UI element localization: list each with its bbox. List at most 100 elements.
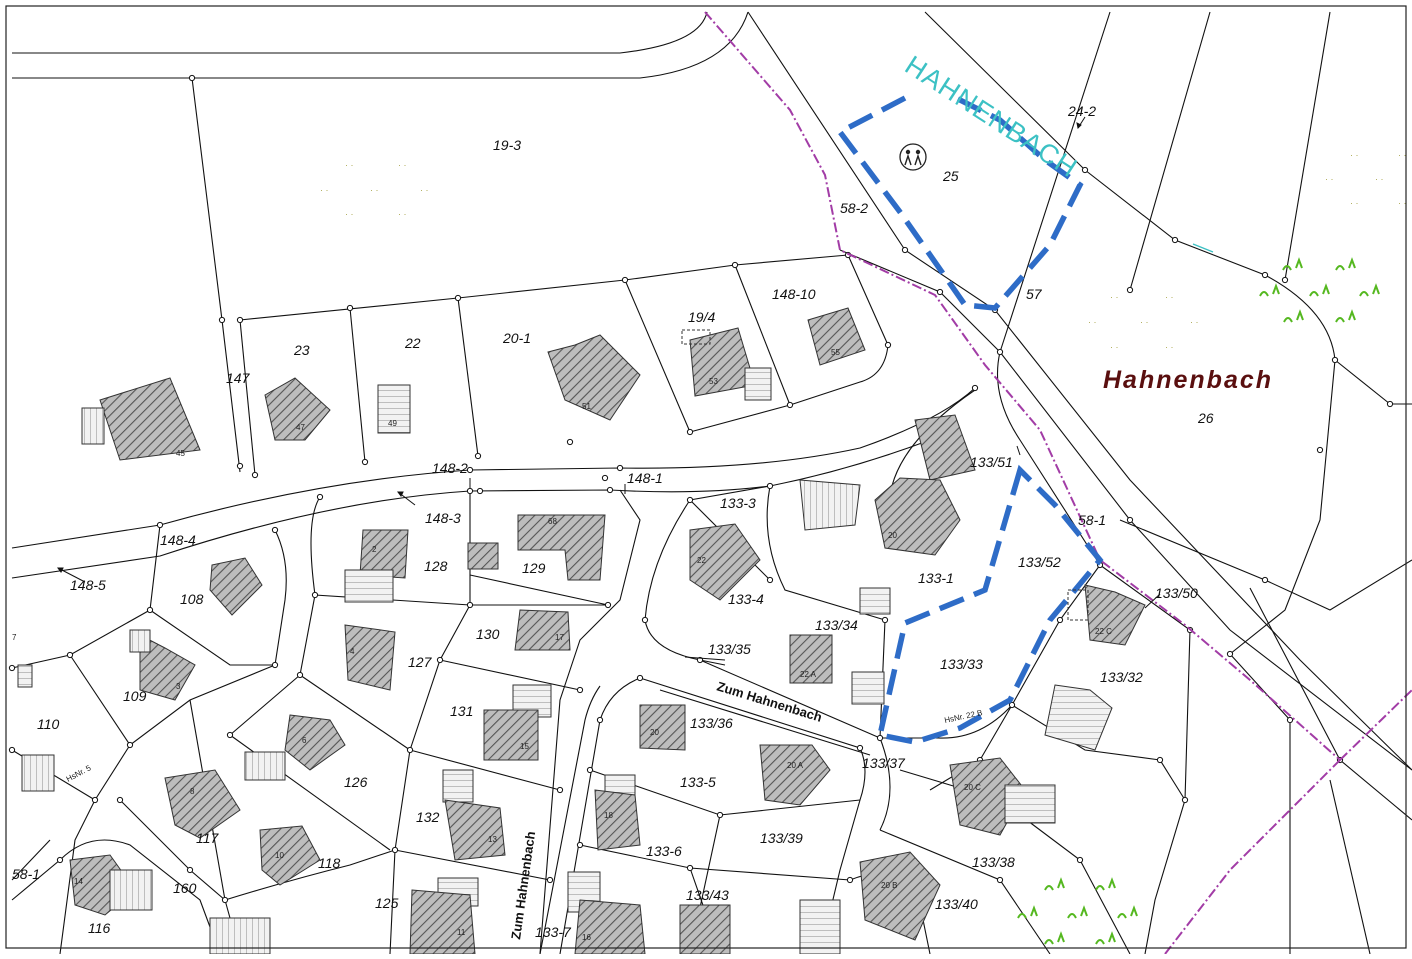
parcel-label: 58-1: [12, 866, 40, 882]
house-number: 2: [372, 545, 377, 554]
parcel-label: 148-4: [160, 532, 196, 548]
parcel-label: 133-4: [728, 591, 764, 607]
parcel-label: 133/34: [815, 617, 858, 633]
parcel-label: 133/38: [972, 854, 1015, 870]
parcel-label: 133/35: [708, 641, 751, 657]
house-number: 20: [888, 531, 897, 540]
parcel-label: 133/40: [935, 896, 978, 912]
parcel-label: 133/43: [686, 887, 729, 903]
parcel-label: 133/51: [970, 454, 1013, 470]
parcel-label: 133/50: [1155, 585, 1198, 601]
svg-text:· ·: · ·: [345, 160, 354, 170]
house-number: 7: [12, 633, 17, 642]
parcel-label: 24-2: [1067, 103, 1096, 119]
house-number: 22 C: [1095, 627, 1112, 636]
parcel-label: 133-7: [535, 924, 572, 940]
house-number: 53: [709, 377, 718, 386]
house-number: 14: [74, 877, 83, 886]
boundary-points: [8, 74, 1394, 904]
svg-text:· ·: · ·: [1350, 198, 1359, 208]
parcel-label: 133/52: [1018, 554, 1061, 570]
house-number: 16: [582, 933, 591, 942]
parcel-label: 109: [123, 688, 147, 704]
svg-text:· ·: · ·: [1325, 174, 1334, 184]
parcel-label: 22: [404, 335, 421, 351]
house-number: 20 A: [787, 761, 804, 770]
house-number: 10: [275, 851, 284, 860]
svg-text:· ·: · ·: [1110, 342, 1119, 352]
house-number: 68: [548, 517, 557, 526]
parcel-label: 133-3: [720, 495, 756, 511]
parcel-label: 19-3: [493, 137, 521, 153]
house-number: 51: [582, 402, 591, 411]
reference-arrows: [57, 116, 1161, 661]
svg-text:· ·: · ·: [1165, 342, 1174, 352]
svg-text:· ·: · ·: [1140, 317, 1149, 327]
house-number: 8: [190, 787, 195, 796]
parcel-label: 133/36: [690, 715, 733, 731]
parcel-label: 130: [476, 626, 500, 642]
svg-text:· ·: · ·: [1398, 198, 1407, 208]
parcel-label: 148-10: [772, 286, 816, 302]
parcel-label: 126: [344, 774, 368, 790]
stream-boundary-line: [704, 11, 1412, 955]
house-number: 3: [176, 682, 181, 691]
parcel-label: 133-1: [918, 570, 954, 586]
parcel-label: 133/39: [760, 830, 803, 846]
planning-area-outline: [835, 92, 1104, 745]
parcel-label: 133/32: [1100, 669, 1143, 685]
svg-text:· ·: · ·: [420, 185, 429, 195]
parcel-label: 147: [226, 370, 251, 386]
parcel-labels: 19-3 25 24-2 58-2 57 26 23 22 20-1 19/4 …: [12, 103, 1214, 940]
map-frame-border: [5, 5, 1407, 949]
svg-text:· ·: · ·: [1375, 174, 1384, 184]
house-number: 22 A: [800, 670, 817, 679]
house-number: 20 C: [964, 783, 981, 792]
parcel-label: 57: [1026, 286, 1043, 302]
parcel-label: 148-2: [432, 460, 468, 476]
parcel-label: 118: [318, 855, 341, 871]
parcel-label: 117: [196, 830, 220, 846]
parcel-label: 26: [1197, 410, 1214, 426]
parcel-label: 58-2: [840, 200, 868, 216]
house-number: 6: [302, 736, 307, 745]
house-number: 49: [388, 419, 397, 428]
svg-text:· ·: · ·: [320, 185, 329, 195]
parcel-label: 133/33: [940, 656, 983, 672]
house-number: 4: [350, 647, 355, 656]
house-number: 13: [488, 835, 497, 844]
parcel-label: 148-5: [70, 577, 106, 593]
parcel-label: 110: [37, 716, 60, 732]
svg-text:· ·: · ·: [1190, 317, 1199, 327]
parcel-label: 133-6: [646, 843, 682, 859]
meadow-symbols: · · · · · · · · · · · · · · · · · · · · · · · ·…: [320, 150, 1407, 352]
parcel-label: 23: [293, 342, 310, 358]
playground-icon: [899, 143, 927, 171]
house-number-labels: 45 47 49 51 53 55 68 2 20 22 17 22 A 22 …: [12, 348, 1112, 942]
svg-text:· ·: · ·: [1110, 292, 1119, 302]
svg-text:· ·: · ·: [1088, 317, 1097, 327]
parcel-label: 148-3: [425, 510, 461, 526]
parcel-label: 20-1: [502, 330, 531, 346]
parcel-label: 108: [180, 591, 204, 607]
parcel-label: 129: [522, 560, 546, 576]
parcel-label: 25: [942, 168, 959, 184]
locality-label: Hahnenbach: [1103, 366, 1273, 394]
house-number: 45: [176, 449, 185, 458]
house-number: 17: [555, 633, 564, 642]
house-number: 20 B: [881, 881, 897, 890]
parcel-label: 19/4: [688, 309, 715, 325]
svg-text:· ·: · ·: [1165, 292, 1174, 302]
parcel-label: 133/37: [862, 755, 906, 771]
svg-text:· ·: · ·: [1350, 150, 1359, 160]
svg-text:· ·: · ·: [345, 209, 354, 219]
parcel-label: 128: [424, 558, 448, 574]
house-number: 20: [650, 728, 659, 737]
parcel-label: 131: [450, 703, 473, 719]
parcel-label: 58-1: [1078, 512, 1106, 528]
svg-text:· ·: · ·: [370, 185, 379, 195]
parcel-label: 116: [88, 920, 111, 936]
svg-text:· ·: · ·: [1398, 150, 1407, 160]
